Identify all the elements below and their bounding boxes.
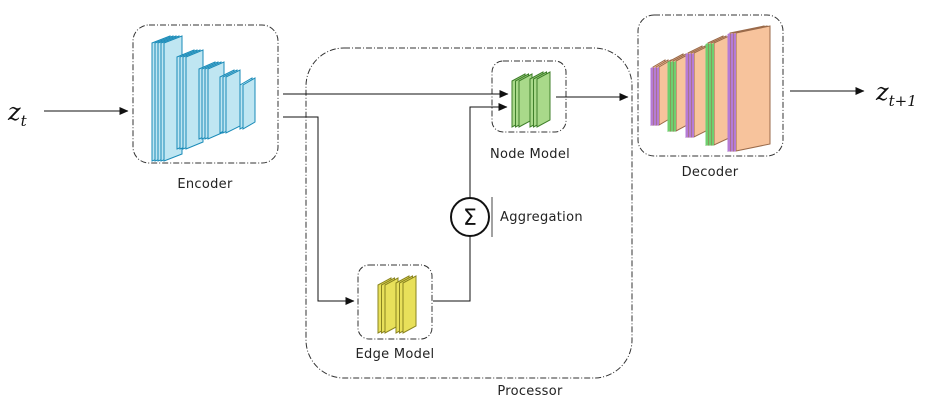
processor-box (305, 47, 633, 379)
edge-model-label: Edge Model (356, 347, 435, 362)
aggregation-to-node-arrow (469, 103, 508, 198)
sigma-symbol: Σ (463, 206, 477, 231)
encoder-block: Encoder (132, 24, 279, 192)
edge-model-box (357, 264, 433, 340)
node-model-label: Node Model (490, 147, 570, 162)
decoder-layer-side (727, 33, 730, 152)
edge-model-layer (402, 275, 417, 334)
decoder-layer-side (656, 67, 659, 126)
decoder-layer (735, 25, 771, 152)
edge-to-aggregation-line (433, 236, 471, 302)
decoder-layer-side (711, 43, 714, 146)
decoder-layers (650, 25, 771, 152)
encoder-label: Encoder (177, 177, 233, 192)
edge-model-block: Edge Model (356, 264, 435, 362)
encoder-layer (225, 69, 241, 134)
decoder-layer-side (688, 53, 691, 138)
decoder-layer-side (733, 33, 736, 152)
decoder-layer-side (705, 43, 708, 146)
encoder-layers (151, 35, 256, 162)
encoder-to-edge-arrow (283, 116, 355, 305)
processor-block: Processor (305, 47, 633, 399)
decoder-label: Decoder (682, 165, 739, 180)
encoder-layer (242, 77, 256, 130)
node-model-block: Node Model (490, 60, 570, 162)
decoder-layer-side (730, 33, 733, 152)
encoder-box (132, 24, 279, 164)
aggregation-label: Aggregation (500, 210, 583, 225)
decoder-layer-side (650, 67, 653, 126)
decoder-box (637, 14, 784, 157)
decoder-layer-side (691, 53, 694, 138)
decoder-layer-side (670, 61, 673, 132)
node-model-layer (536, 71, 551, 128)
decoder-layer-side (685, 53, 688, 138)
decoder-layer (713, 35, 730, 146)
decoder-block: Decoder (637, 14, 784, 180)
aggregation-block: Σ Aggregation (450, 197, 583, 237)
decoder-layer-side (667, 61, 670, 132)
input-zt-label: zt (7, 98, 28, 130)
decoder-layer-side (708, 43, 711, 146)
decoder-layer-side (673, 61, 676, 132)
node-model-layers (511, 71, 551, 128)
processor-label: Processor (497, 384, 563, 399)
output-zt1-label: zt+1 (875, 78, 917, 110)
decoder-layer-side (653, 67, 656, 126)
edge-model-layers (377, 275, 417, 334)
